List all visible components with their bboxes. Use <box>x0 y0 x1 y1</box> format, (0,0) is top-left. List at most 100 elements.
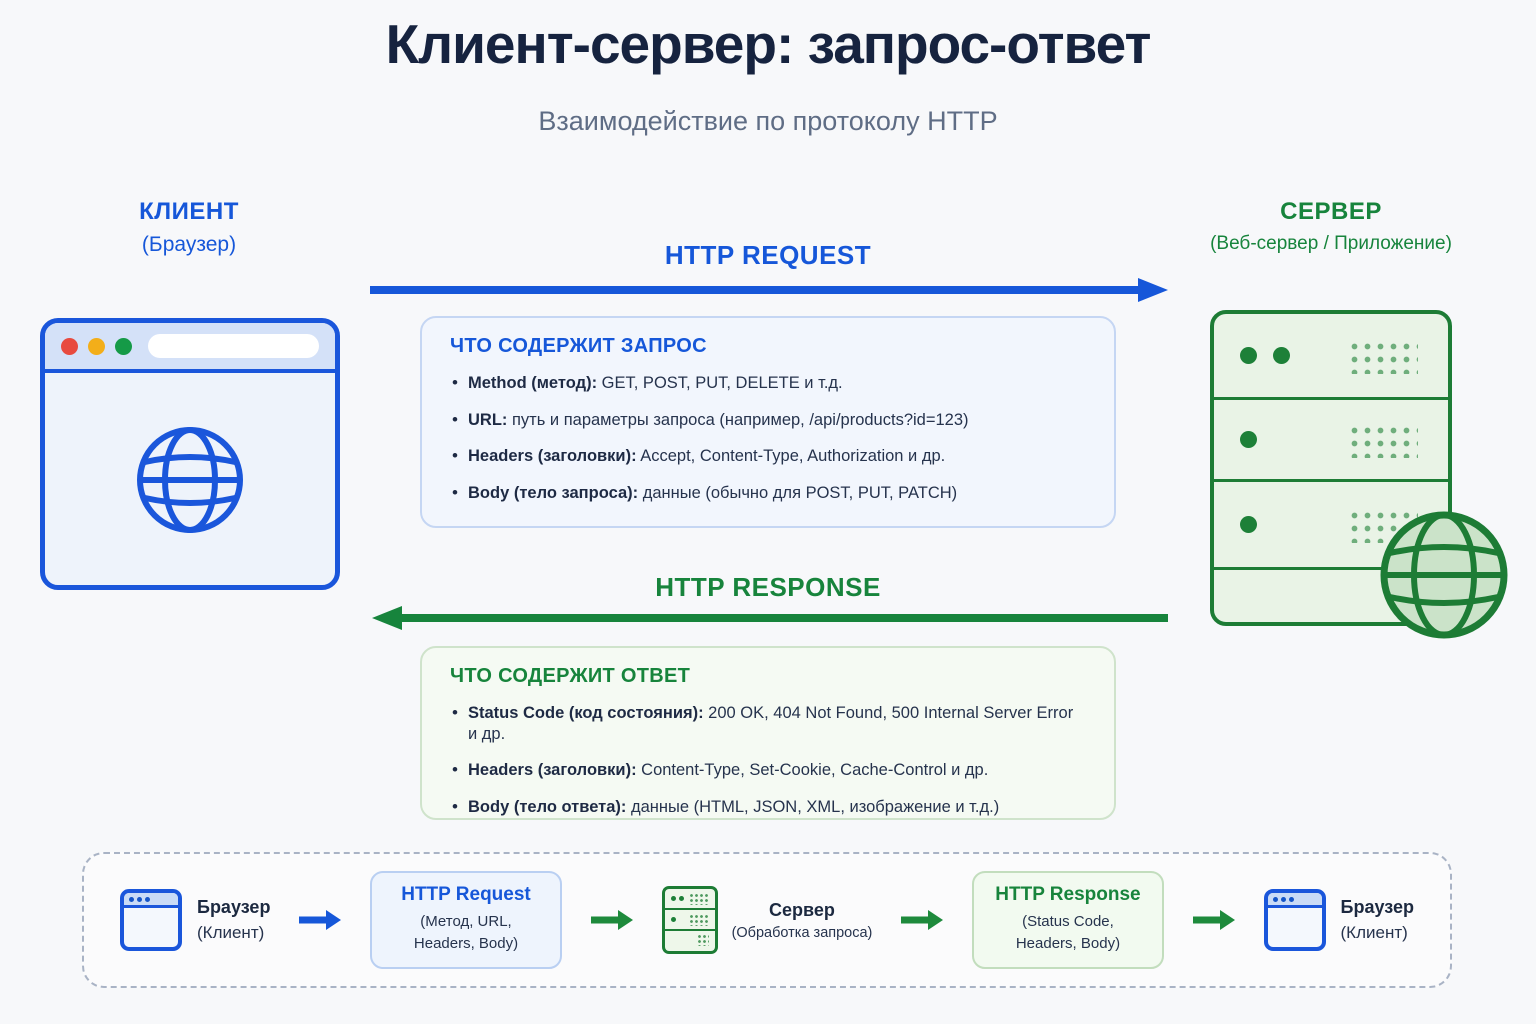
traffic-light-green-icon <box>115 337 132 355</box>
http-response-label: HTTP RESPONSE <box>655 572 881 602</box>
client-title: КЛИЕНТ <box>139 198 239 225</box>
server-subtitle: (Веб-сервер / Приложение) <box>1210 233 1452 254</box>
item-term: Status Code (код состояния): <box>468 704 704 722</box>
flow-node-browser-end: Браузер (Клиент) <box>1263 889 1414 951</box>
browser-titlebar <box>1267 893 1322 908</box>
flow-node-label: Браузер (Клиент) <box>197 897 270 943</box>
server-icon <box>661 886 718 954</box>
server-vent-icon <box>688 892 709 905</box>
address-bar <box>148 334 319 358</box>
server-label: СЕРВЕР (Веб-сервер / Приложение) <box>1176 198 1486 255</box>
window-dot-icon <box>1280 896 1286 902</box>
server-slot <box>1214 314 1448 400</box>
item-desc: GET, POST, PUT, DELETE и т.д. <box>597 374 843 392</box>
server-led-icon <box>670 917 676 922</box>
server-led-icon <box>670 896 676 901</box>
item-term: Body (тело запроса): <box>468 483 639 502</box>
item-desc: Accept, Content-Type, Authorization и др… <box>636 447 946 466</box>
server-vent-icon <box>1346 421 1418 458</box>
request-arrow-icon <box>370 278 1168 302</box>
server-led-icon <box>1240 516 1257 533</box>
list-item: Body (тело ответа): данные (HTML, JSON, … <box>450 796 1086 818</box>
window-dot-icon <box>137 896 142 902</box>
list-item: Headers (заголовки): Accept, Content-Typ… <box>450 445 1086 467</box>
item-term: Body (тело ответа): <box>468 797 627 816</box>
traffic-light-yellow-icon <box>88 337 105 355</box>
flow-http-response-box: HTTP Response (Status Code, Headers, Bod… <box>971 871 1164 969</box>
page-subtitle: Взаимодействие по протоколу HTTP <box>538 106 998 136</box>
server-vent-icon <box>696 934 709 946</box>
flow-box-title: HTTP Request <box>401 884 531 906</box>
node-subtitle: (Обработка запроса) <box>731 924 873 941</box>
flow-http-request-box: HTTP Request (Метод, URL, Headers, Body) <box>370 871 562 969</box>
node-subtitle: (Клиент) <box>1340 923 1408 942</box>
arrow-right-icon <box>901 910 944 930</box>
browser-viewport <box>45 373 335 585</box>
window-dot-icon <box>129 896 134 902</box>
http-request-label: HTTP REQUEST <box>664 240 872 270</box>
list-item: URL: путь и параметры запроса (например,… <box>450 409 1086 431</box>
server-slot <box>1214 400 1448 482</box>
response-items-list: Status Code (код состояния): 200 OK, 404… <box>450 702 1086 818</box>
node-title: Сервер <box>769 899 835 920</box>
server-led-icon <box>1240 431 1257 448</box>
flow-box-line: (Метод, URL, <box>420 913 512 931</box>
list-item: Status Code (код состояния): 200 OK, 404… <box>450 702 1086 744</box>
item-desc: 200 OK, 404 Not Found, 500 Internal Serv… <box>468 704 1074 743</box>
node-title: Браузер <box>197 897 271 917</box>
window-dot-icon <box>1272 896 1278 902</box>
window-dot-icon <box>145 896 150 902</box>
flow-node-label: Браузер (Клиент) <box>1341 897 1414 943</box>
window-dot-icon <box>1288 896 1294 902</box>
arrow-right-icon <box>1192 910 1235 930</box>
client-subtitle: (Браузер) <box>141 233 237 256</box>
server-slot <box>665 931 715 949</box>
browser-icon <box>1263 889 1326 951</box>
flow-node-label: Сервер (Обработка запроса) <box>732 900 873 941</box>
flow-node-browser-start: Браузер (Клиент) <box>120 889 270 951</box>
item-desc: Content-Type, Set-Cookie, Cache-Control … <box>636 761 989 780</box>
request-contents-box: ЧТО СОДЕРЖИТ ЗАПРОС Method (метод): GET,… <box>420 316 1116 528</box>
server-vent-icon <box>688 913 709 926</box>
browser-window-icon <box>40 318 340 590</box>
response-arrow-icon <box>372 606 1168 630</box>
list-item: Body (тело запроса): данные (обычно для … <box>450 482 1086 504</box>
flow-box-line: Headers, Body) <box>1015 935 1121 952</box>
traffic-light-red-icon <box>61 337 78 355</box>
globe-icon <box>137 426 243 533</box>
request-items-list: Method (метод): GET, POST, PUT, DELETE и… <box>450 372 1086 504</box>
item-term: URL: <box>468 410 508 429</box>
server-led-icon <box>1240 347 1257 364</box>
flow-node-server: Сервер (Обработка запроса) <box>661 886 873 954</box>
globe-icon <box>1380 511 1508 639</box>
browser-icon <box>120 889 182 951</box>
arrow-right-icon <box>299 910 342 930</box>
server-slot <box>664 889 715 910</box>
node-subtitle: (Клиент) <box>197 923 265 942</box>
server-vent-icon <box>1346 337 1418 374</box>
flow-box-title: HTTP Response <box>995 884 1141 906</box>
flow-box-line: Headers, Body) <box>413 935 519 952</box>
node-title: Браузер <box>1340 897 1414 917</box>
server-led-icon <box>678 896 684 901</box>
browser-titlebar <box>45 323 335 373</box>
arrow-right-icon <box>590 910 633 930</box>
list-item: Method (метод): GET, POST, PUT, DELETE и… <box>450 372 1086 394</box>
request-box-title: ЧТО СОДЕРЖИТ ЗАПРОС <box>450 335 707 357</box>
item-term: Headers (заголовки): <box>468 447 637 466</box>
server-led-icon <box>1273 347 1290 364</box>
page-title: Клиент-сервер: запрос-ответ <box>385 13 1152 75</box>
flow-box-line: (Status Code, <box>1022 913 1114 931</box>
response-box-title: ЧТО СОДЕРЖИТ ОТВЕТ <box>450 665 691 687</box>
browser-titlebar <box>124 893 178 908</box>
flow-summary-strip: Браузер (Клиент) HTTP Request (Метод, UR… <box>82 852 1452 988</box>
client-label: КЛИЕНТ (Браузер) <box>36 198 342 257</box>
response-contents-box: ЧТО СОДЕРЖИТ ОТВЕТ Status Code (код сост… <box>420 646 1116 820</box>
item-term: Headers (заголовки): <box>468 761 637 780</box>
item-desc: путь и параметры запроса (например, /api… <box>507 410 969 429</box>
list-item: Headers (заголовки): Content-Type, Set-C… <box>450 759 1086 781</box>
item-term: Method (метод): <box>468 374 598 392</box>
server-title: СЕРВЕР <box>1280 198 1382 225</box>
item-desc: данные (HTML, JSON, XML, изображение и т… <box>626 797 1000 816</box>
